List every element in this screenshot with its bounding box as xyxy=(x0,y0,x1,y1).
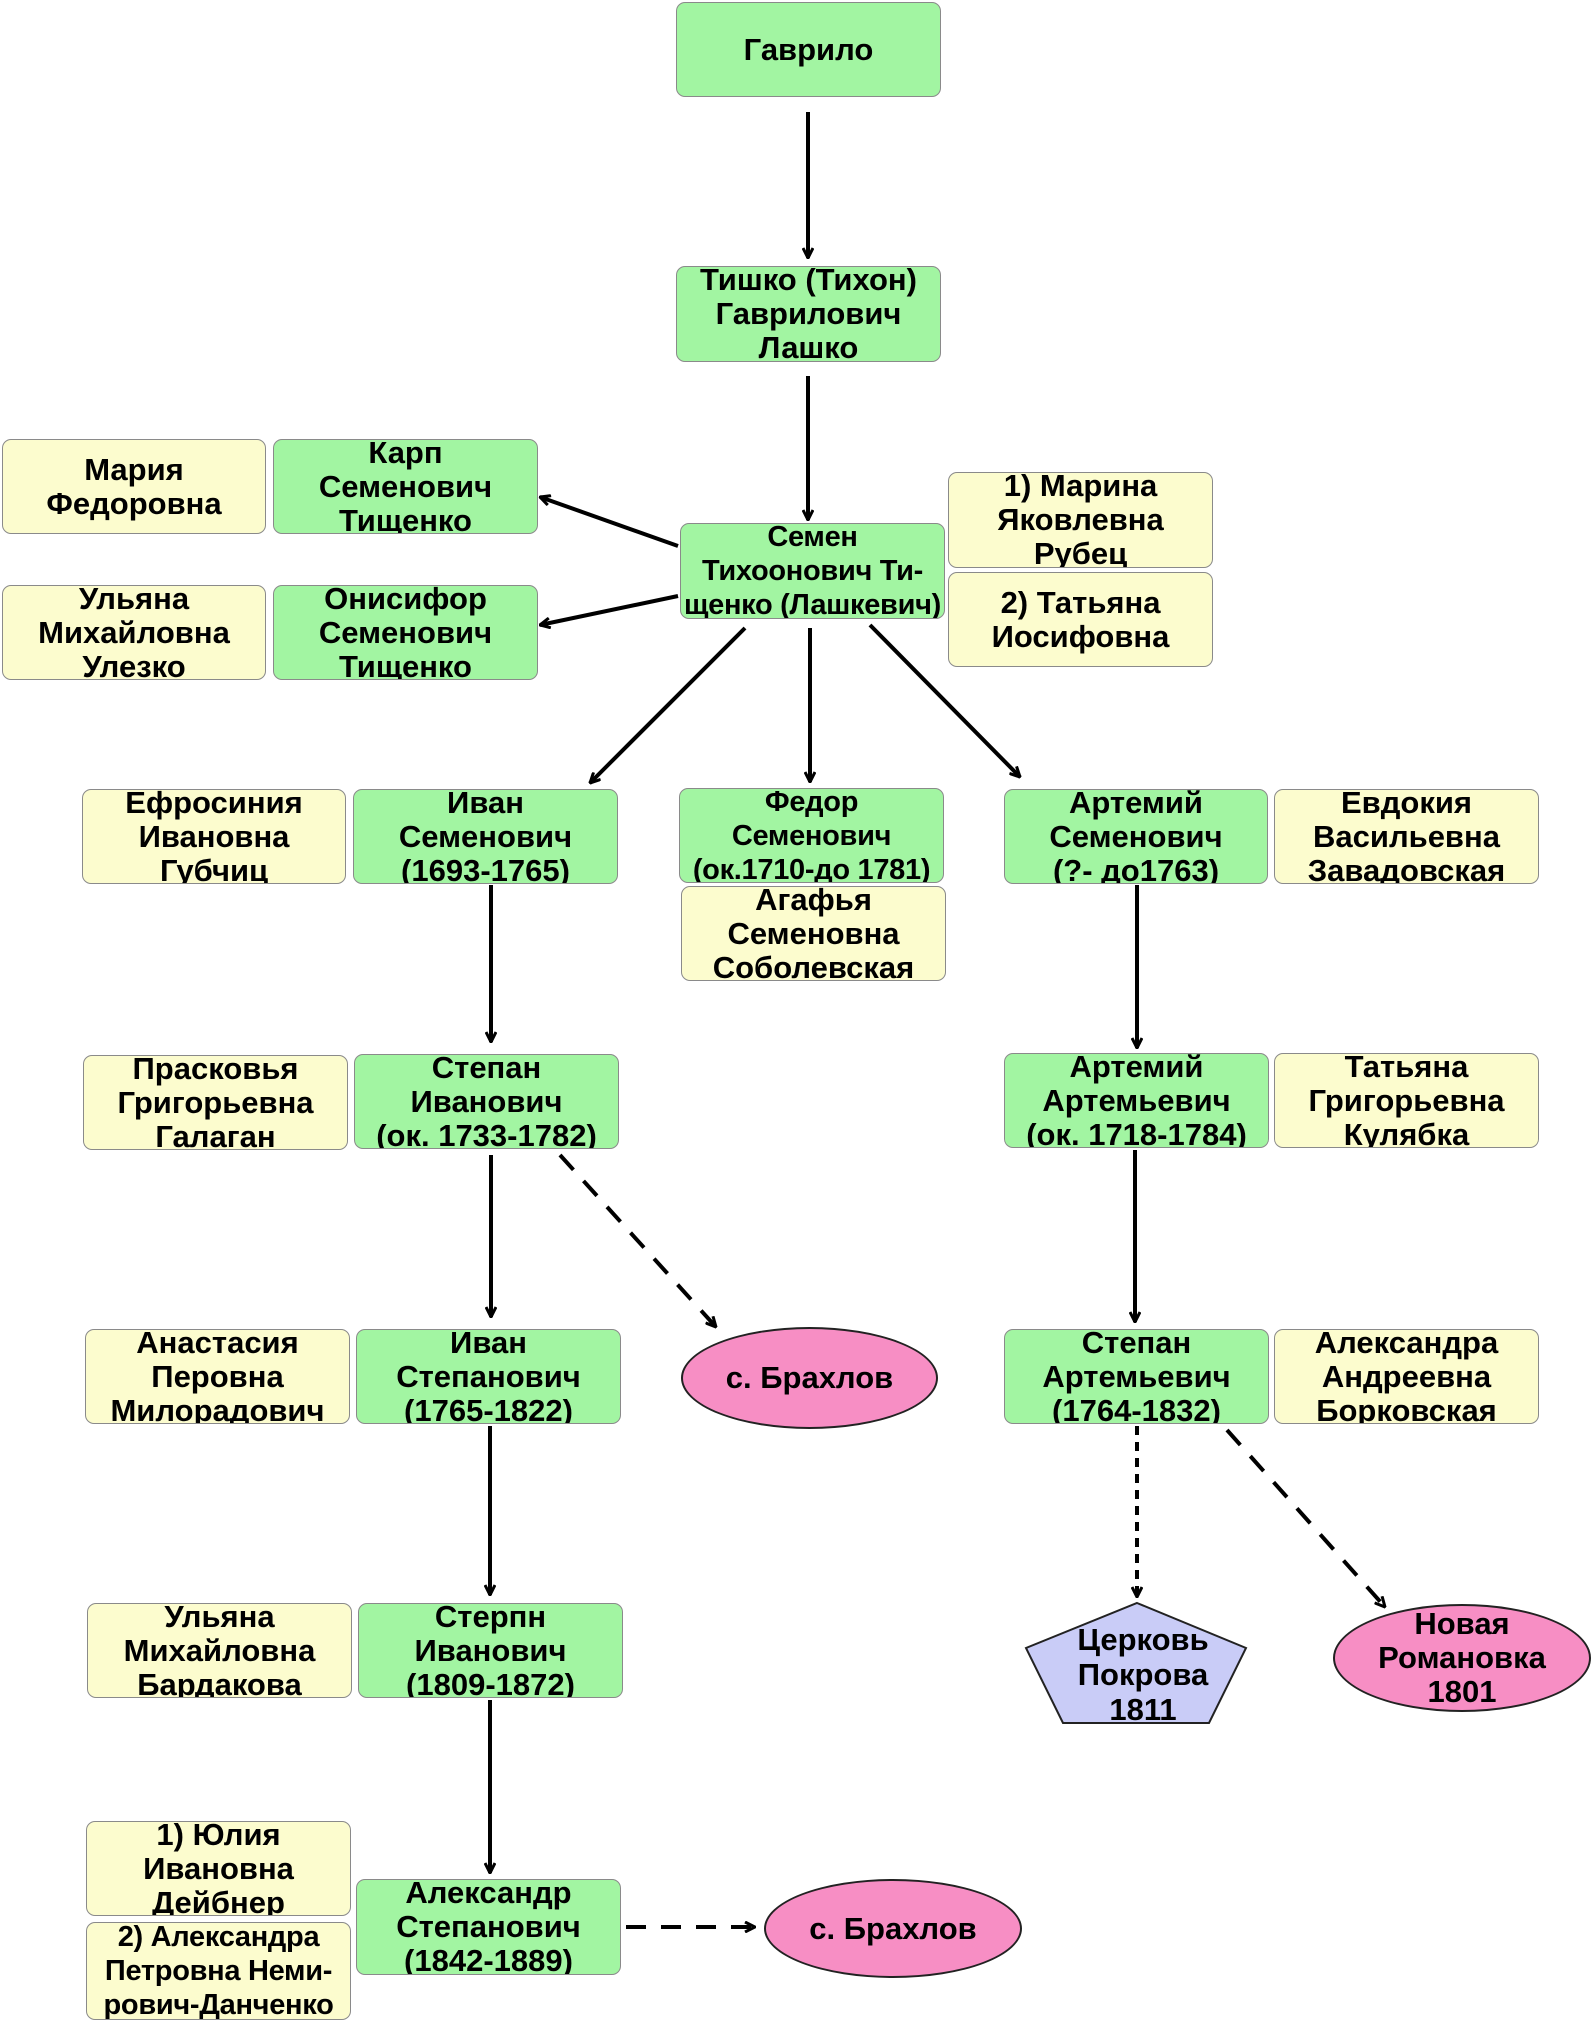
node-agafya: Агафья Семеновна Соболевская xyxy=(681,886,946,981)
node-ulyana-bardakova: Ульяна Михайловна Бардакова xyxy=(87,1603,352,1698)
edge-semen-karp xyxy=(540,497,679,548)
node-tatyana-iosifovna: 2) Татьяна Иосифовна xyxy=(948,572,1213,667)
node-praskovya: Прасковья Григорьевна Галаган xyxy=(83,1055,348,1150)
node-tatyana-kulyabka: Татьяна Григорьевна Кулябка xyxy=(1274,1053,1539,1148)
node-semen: Семен Тихоонович Ти- щенко (Лашкевич) xyxy=(680,523,945,619)
node-marina-rubets: 1) Марина Яковлевна Рубец xyxy=(948,472,1213,568)
node-efrosiniya: Ефросиния Ивановна Губчиц xyxy=(82,789,346,884)
node-ulyana-ulezko: Ульяна Михайловна Улезко xyxy=(2,585,266,680)
node-onisifor: Онисифор Семенович Тищенко xyxy=(273,585,538,680)
node-karp: Карп Семенович Тищенко xyxy=(273,439,538,534)
edge-stepan-romanovka xyxy=(1225,1428,1385,1607)
node-brahlov-2: с. Брахлов xyxy=(764,1879,1022,1978)
node-aleksandr: Александр Степанович (1842-1889) xyxy=(356,1879,621,1975)
node-brahlov-1: с. Брахлов xyxy=(681,1327,938,1429)
node-stepan-1733: Степан Иванович (ок. 1733-1782) xyxy=(354,1054,619,1149)
node-fedor: Федор Семенович (ок.1710-до 1781) xyxy=(679,788,944,883)
node-anastasiya: Анастасия Перовна Милорадович xyxy=(85,1329,350,1424)
edge-stepan-brahlov1 xyxy=(558,1153,716,1327)
node-sterpn: Стерпн Иванович (1809-1872) xyxy=(358,1603,623,1698)
edge-semen-onisifor xyxy=(540,594,679,625)
node-yuliya: 1) Юлия Ивановна Дейбнер xyxy=(86,1821,351,1916)
node-novaya-romanovka: Новая Романовка 1801 xyxy=(1333,1604,1591,1712)
node-artemiy-artemevich: Артемий Артемьевич (ок. 1718-1784) xyxy=(1004,1053,1269,1148)
node-ivan-1693: Иван Семенович (1693-1765) xyxy=(353,789,618,884)
node-tishko: Тишко (Тихон) Гаврилович Лашко xyxy=(676,266,941,362)
node-ivan-1765: Иван Степанович (1765-1822) xyxy=(356,1329,621,1424)
edge-semen-ivan xyxy=(590,626,747,783)
node-church: Церковь Покрова 1811 xyxy=(1077,1621,1209,1727)
node-aleksandra-borkovskaya: Александра Андреевна Борковская xyxy=(1274,1329,1539,1424)
node-aleksandra-nemirovich: 2) Александра Петровна Неми- рович-Данче… xyxy=(86,1922,351,2020)
node-artemiy-semenovich: Артемий Семенович (?- до1763) xyxy=(1004,789,1268,884)
node-gavrilo: Гаврило xyxy=(676,2,941,97)
node-maria-fedorovna: Мария Федоровна xyxy=(2,439,266,534)
node-stepan-1764: Степан Артемьевич (1764-1832) xyxy=(1004,1329,1269,1424)
node-evdokiya: Евдокия Васильевна Завадовская xyxy=(1274,789,1539,884)
